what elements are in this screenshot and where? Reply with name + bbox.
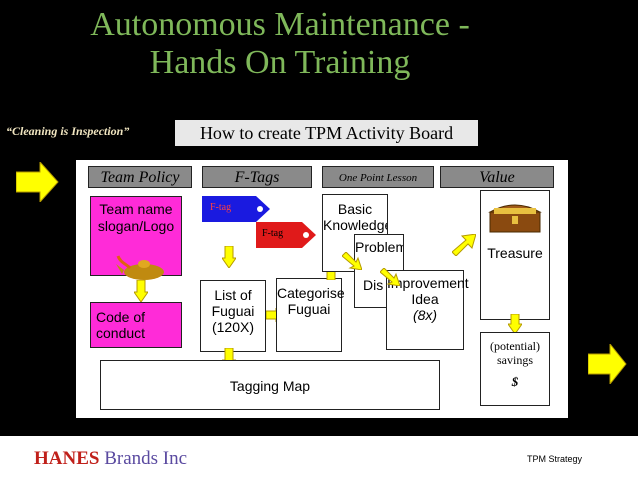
header-one-point-lesson: One Point Lesson [322,166,434,188]
code-of-conduct-label: Code of conduct [96,309,146,341]
title-line-2: Hands On Training [149,44,411,81]
savings-box: (potential) savings $ [480,332,550,406]
howto-banner: How to create TPM Activity Board [175,120,478,146]
logo-brand: HANES [34,448,100,469]
discovery-label: Dis [363,277,384,293]
diagonal-arrow-icon [380,268,400,286]
slide-subtitle: “Cleaning is Inspection” [6,124,130,138]
down-arrow-icon [222,246,236,268]
diagonal-arrow-icon [452,234,476,256]
diagonal-arrow-icon [342,252,362,270]
f-tag-red-label: F-tag [262,228,284,239]
footer-label: TPM Strategy [526,454,582,464]
tagging-map-box: Tagging Map [100,360,440,410]
header-f-tags: F-Tags [202,166,312,188]
code-of-conduct-box: Code of conduct [90,302,182,348]
list-of-fuguai-label: List of Fuguai (120X) [211,287,255,335]
header-team-policy: Team Policy [88,166,192,188]
problem-label: Problem [355,239,404,255]
f-tag-blue-label: F-tag [210,202,232,213]
down-arrow-icon [508,314,522,334]
slide-title: Autonomous Maintenance - Hands On Traini… [40,6,520,82]
improvement-idea-label: Improvement Idea [387,275,469,307]
left-arrow-icon [16,162,59,202]
treasure-chest-icon [488,204,542,233]
categorise-fuguai-label: Categorise Fuguai [277,285,345,317]
dollar-label: $ [511,374,519,389]
footer-bar [0,436,638,478]
right-arrow-icon [588,344,627,384]
header-value: Value [440,166,554,188]
list-of-fuguai-box: List of Fuguai (120X) [200,280,266,352]
potential-savings-label: (potential) savings [490,339,540,367]
lamp-icon [116,255,164,280]
team-name-label: Team name slogan/Logo [97,201,175,234]
treasure-label: Treasure [487,245,543,261]
basic-knowledge-label: Basic Knowledge [323,201,388,233]
down-arrow-icon [134,280,148,302]
company-logo: HANES Brands Inc [34,448,187,470]
improvement-count-label: (8x) [412,307,438,323]
title-line-1: Autonomous Maintenance - [90,6,470,43]
f-tag-red-icon [256,222,316,248]
f-tag-blue-icon [202,196,270,222]
problem-box: Problem Dis [354,234,404,308]
logo-rest: Brands Inc [104,448,188,469]
activity-board: Team Policy F-Tags One Point Lesson Valu… [76,160,568,418]
team-name-box: Team name slogan/Logo [90,196,182,276]
tagging-map-label: Tagging Map [229,378,311,394]
categorise-fuguai-box: Categorise Fuguai [276,278,345,352]
